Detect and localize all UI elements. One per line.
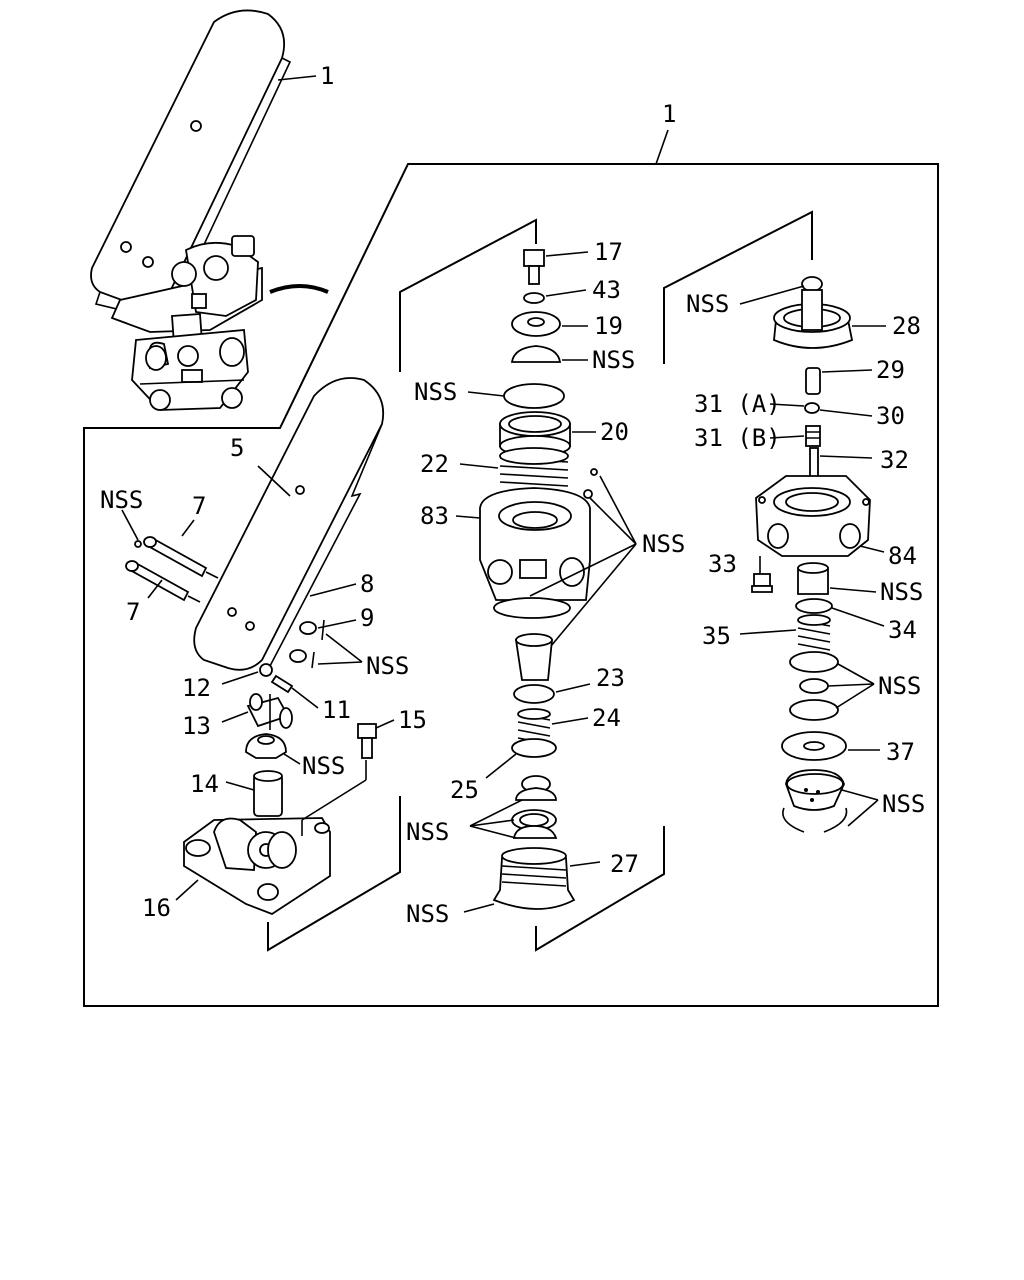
callout-11: 11 <box>322 696 351 724</box>
callout-17: 17 <box>594 238 623 266</box>
callout-27: 27 <box>610 850 639 878</box>
callout-84: 84 <box>888 542 917 570</box>
callout-nss-sleeve: NSS <box>880 578 923 606</box>
assembly-arrow <box>269 284 329 294</box>
callout-nss-exhaust: NSS <box>406 900 449 928</box>
callout-9: 9 <box>360 604 374 632</box>
callout-8: 8 <box>360 570 374 598</box>
callout-31b: 31 (B) <box>694 424 781 452</box>
assembled-brake-valve <box>90 9 292 411</box>
callout-1-frame: 1 <box>662 100 676 128</box>
callout-nss-pins: NSS <box>100 486 143 514</box>
callout-35: 35 <box>702 622 731 650</box>
callout-nss-body: NSS <box>642 530 685 558</box>
callout-30: 30 <box>876 402 905 430</box>
callout-nss-cap: NSS <box>592 346 635 374</box>
exploded-view-frame <box>83 163 939 1007</box>
callout-32: 32 <box>880 446 909 474</box>
callout-19: 19 <box>594 312 623 340</box>
callout-25: 25 <box>450 776 479 804</box>
callout-nss-cover: NSS <box>882 790 925 818</box>
callout-nss-topcap: NSS <box>686 290 729 318</box>
callout-nss-ring: NSS <box>414 378 457 406</box>
pedal-group: 5 NSS 7 7 8 9 NSS 12 11 <box>100 377 427 952</box>
callout-16: 16 <box>142 894 171 922</box>
right-group: NSS 28 29 30 31 (A) 31 (B) 32 <box>663 210 925 833</box>
callout-28: 28 <box>892 312 921 340</box>
callout-20: 20 <box>600 418 629 446</box>
callout-83: 83 <box>420 502 449 530</box>
callout-7b: 7 <box>126 598 140 626</box>
callout-nss-seals: NSS <box>406 818 449 846</box>
callout-nss-boot: NSS <box>302 752 345 780</box>
callout-nss-orings: NSS <box>878 672 921 700</box>
callout-1-top: 1 <box>320 62 334 90</box>
callout-nss-clips: NSS <box>366 652 409 680</box>
callout-33: 33 <box>708 550 737 578</box>
callout-7a: 7 <box>192 492 206 520</box>
callout-22: 22 <box>420 450 449 478</box>
callout-31a: 31 (A) <box>694 390 781 418</box>
callout-43: 43 <box>592 276 621 304</box>
callout-14: 14 <box>190 770 219 798</box>
callout-12: 12 <box>182 674 211 702</box>
callout-29: 29 <box>876 356 905 384</box>
callout-5: 5 <box>230 434 244 462</box>
callout-15: 15 <box>398 706 427 734</box>
callout-24: 24 <box>592 704 621 732</box>
callout-23: 23 <box>596 664 625 692</box>
center-group: 17 43 19 NSS NSS 20 22 <box>399 218 685 952</box>
callout-34: 34 <box>888 616 917 644</box>
callout-37: 37 <box>886 738 915 766</box>
callout-13: 13 <box>182 712 211 740</box>
